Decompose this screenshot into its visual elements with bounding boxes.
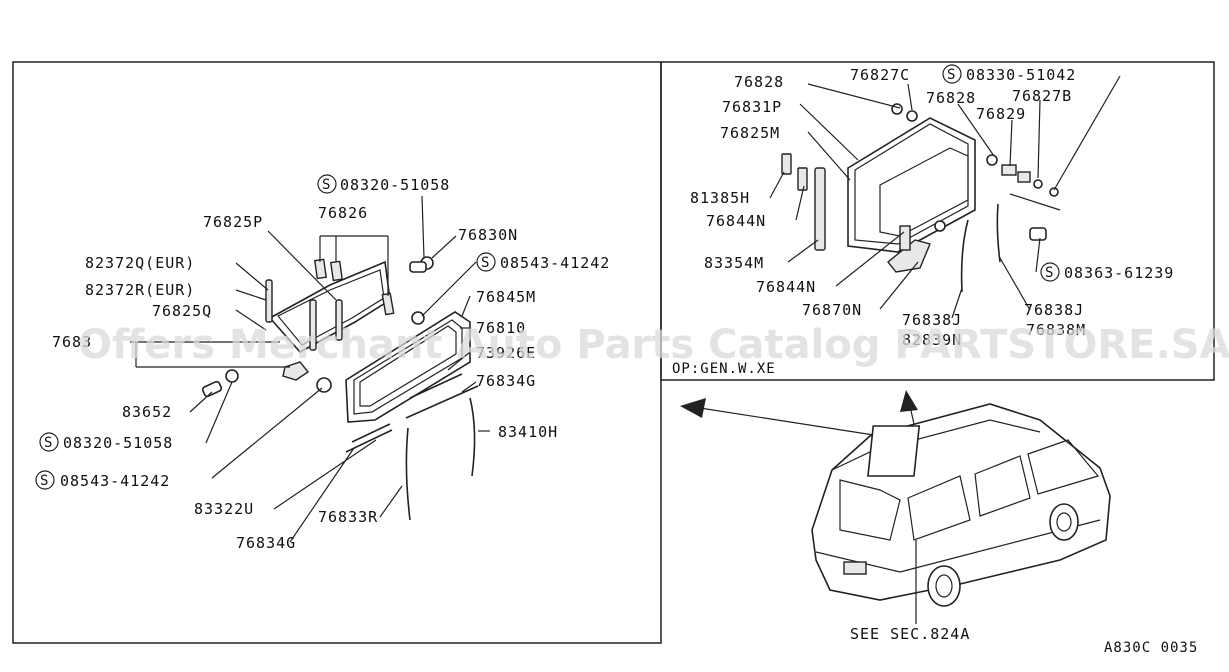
- label-76828-a: 76828: [734, 73, 784, 91]
- watermark: Offers Merchant Auto Parts Catalog PARTS…: [78, 322, 1229, 368]
- label-82372R: 82372R(EUR): [85, 281, 195, 299]
- label-76825P: 76825P: [203, 213, 263, 231]
- label-76834G-bottom: 76834G: [236, 534, 296, 552]
- diagram-code: A830C 0035: [1104, 640, 1198, 656]
- label-08330-51042: 08330-51042: [966, 66, 1076, 84]
- label-76833R: 76833R: [318, 508, 378, 526]
- label-76830N: 76830N: [458, 226, 518, 244]
- label-76838J-a: 76838J: [902, 311, 962, 329]
- label-76827C: 76827C: [850, 66, 910, 84]
- s-marker: S: [40, 473, 49, 489]
- label-76827B: 76827B: [1012, 87, 1072, 105]
- label-7683: 7683: [52, 333, 92, 351]
- label-76834G-right: 76834G: [476, 372, 536, 390]
- label-81385H: 81385H: [690, 189, 750, 207]
- label-83354M: 83354M: [704, 254, 764, 272]
- see-section-ref: SEE SEC.824A: [850, 625, 970, 643]
- right-panel-frame: [660, 61, 1215, 381]
- label-08543-41242-right: 08543-41242: [500, 254, 610, 272]
- label-76825M: 76825M: [720, 124, 780, 142]
- option-caption: OP:GEN.W.XE: [672, 361, 776, 377]
- label-83322U: 83322U: [194, 500, 254, 518]
- s-marker: S: [44, 435, 53, 451]
- label-82372Q: 82372Q(EUR): [85, 254, 195, 272]
- label-83652: 83652: [122, 403, 172, 421]
- right-panel-parts: [769, 75, 1121, 319]
- label-76825Q: 76825Q: [152, 302, 212, 320]
- s-marker: S: [947, 67, 956, 83]
- label-08320-51058-bottom: 08320-51058: [63, 434, 173, 452]
- s-marker: S: [1045, 265, 1054, 281]
- window-frame: [345, 311, 471, 423]
- label-08543-41242-bottom: 08543-41242: [60, 472, 170, 490]
- label-08320-51058-top: 08320-51058: [340, 176, 450, 194]
- label-08363-61239: 08363-61239: [1064, 264, 1174, 282]
- label-76831P: 76831P: [722, 98, 782, 116]
- label-76828-b: 76828: [926, 89, 976, 107]
- s-marker: S: [322, 177, 331, 193]
- label-76838J-b: 76838J: [1024, 301, 1084, 319]
- label-76810: 76810: [476, 319, 526, 337]
- label-76870N: 76870N: [802, 301, 862, 319]
- left-panel-labels: S 08320-51058 76826 76825P 76830N 82372Q…: [35, 174, 610, 552]
- label-76844N-b: 76844N: [756, 278, 816, 296]
- label-76838M: 76838M: [1026, 321, 1086, 339]
- label-76845M: 76845M: [476, 288, 536, 306]
- label-76829: 76829: [976, 105, 1026, 123]
- label-82839N: 82839N: [902, 331, 962, 349]
- s-marker: S: [481, 255, 490, 271]
- label-76826: 76826: [318, 204, 368, 222]
- right-panel-labels: 76828 76827C S 08330-51042 76831P 76828 …: [672, 64, 1174, 377]
- label-73926E: 73926E: [476, 344, 536, 362]
- left-panel-parts: [130, 195, 490, 543]
- label-83410H: 83410H: [498, 423, 558, 441]
- label-76844N-a: 76844N: [706, 212, 766, 230]
- vehicle-illustration: [680, 390, 1111, 624]
